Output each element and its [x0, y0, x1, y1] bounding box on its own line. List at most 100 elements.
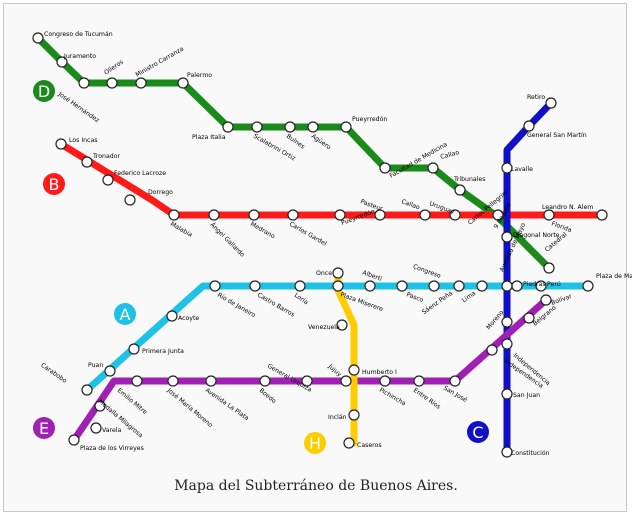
- map-frame: [3, 3, 627, 512]
- station-marker: [166, 310, 178, 322]
- station-d-palermo[interactable]: Palermo: [177, 72, 212, 89]
- station-label: Bolívar: [550, 292, 573, 307]
- station-label: Pasco: [405, 291, 424, 304]
- station-c-general-san-martin[interactable]: General San Martín: [523, 120, 587, 139]
- station-c-constitucion[interactable]: Constitución: [501, 446, 550, 458]
- station-d-juramento[interactable]: Juramento: [56, 53, 96, 68]
- station-label: Tronador: [92, 153, 120, 160]
- station-a-carabobo[interactable]: Carabobo: [39, 362, 93, 396]
- station-label: Piedras: [523, 281, 546, 288]
- station-label: Lima: [461, 290, 477, 304]
- station-d-tribunales[interactable]: Tribunales: [453, 176, 485, 196]
- station-marker: [208, 209, 220, 221]
- station-marker: [511, 280, 523, 292]
- station-c-lavalle[interactable]: Lavalle: [501, 162, 533, 174]
- line-badge-h[interactable]: H: [304, 432, 326, 454]
- station-label: Jujuy: [326, 363, 343, 379]
- station-c-san-juan[interactable]: San Juan: [501, 388, 540, 400]
- line-badge-a[interactable]: A: [114, 303, 136, 325]
- station-b-federico-lacroze[interactable]: Federico Lacroze: [102, 170, 166, 186]
- station-a-primera-junta[interactable]: Primera Junta: [128, 343, 184, 355]
- station-marker: [523, 312, 535, 324]
- station-marker: [294, 280, 306, 292]
- station-marker: [168, 209, 180, 221]
- station-marker: [348, 364, 360, 376]
- station-marker: [501, 162, 513, 174]
- station-marker: [348, 409, 360, 421]
- station-label: Leandro N. Alem: [542, 204, 593, 211]
- line-badge-h-letter: H: [309, 434, 321, 453]
- station-a-plaza-de-mayo[interactable]: Plaza de Mayo: [582, 273, 632, 292]
- line-badge-c-letter: C: [472, 423, 483, 442]
- station-label: Agüero: [310, 133, 332, 152]
- station-marker: [32, 32, 44, 44]
- station-e-plaza-de-los-virreyes[interactable]: Plaza de los Virreyes: [68, 434, 144, 452]
- station-d-pueyrredon[interactable]: Pueyrredón: [340, 115, 387, 133]
- station-marker: [332, 280, 344, 292]
- station-label: Caseros: [357, 442, 382, 449]
- line-badge-b[interactable]: B: [43, 173, 65, 195]
- station-marker: [449, 209, 461, 221]
- station-marker: [364, 280, 376, 292]
- station-label: Medrano: [249, 221, 276, 241]
- station-marker: [501, 338, 513, 350]
- station-d-callao[interactable]: Callao: [427, 149, 460, 174]
- station-marker: [379, 375, 391, 387]
- station-marker: [205, 375, 217, 387]
- station-label: Carabobo: [39, 362, 68, 385]
- station-marker: [340, 375, 352, 387]
- station-b-leandro-n-alem[interactable]: Leandro N. Alem: [542, 204, 608, 221]
- station-label: Puan: [88, 362, 103, 369]
- station-marker: [454, 184, 466, 196]
- station-label: Plaza Italia: [192, 134, 226, 141]
- station-label: Sáenz Peña: [420, 289, 454, 316]
- station-marker: [596, 209, 608, 221]
- station-marker: [301, 375, 313, 387]
- station-c-retiro[interactable]: Retiro: [527, 94, 557, 109]
- station-label: Palermo: [187, 72, 212, 79]
- station-marker: [102, 174, 114, 186]
- station-marker: [486, 344, 498, 356]
- line-b-track: [59, 141, 602, 219]
- station-marker: [222, 121, 234, 133]
- station-e-varela[interactable]: Varela: [90, 422, 121, 434]
- station-d-congreso-de-tucuman[interactable]: Congreso de Tucumán: [32, 30, 113, 44]
- station-marker: [78, 77, 90, 89]
- station-b-dorrego[interactable]: Dorrego: [124, 189, 173, 206]
- station-marker: [582, 280, 594, 292]
- station-h-venezuela[interactable]: Venezuela: [308, 319, 348, 331]
- station-marker: [523, 120, 535, 132]
- station-label: Once: [316, 270, 332, 277]
- station-label: Callao: [440, 149, 460, 161]
- line-badge-c[interactable]: C: [467, 421, 489, 443]
- station-marker: [81, 156, 93, 168]
- station-e-bolivar[interactable]: Bolívar: [540, 292, 573, 307]
- station-marker: [543, 262, 555, 274]
- station-marker: [287, 209, 299, 221]
- station-label: Avenida La Plata: [204, 387, 250, 422]
- station-a-acoyte[interactable]: Acoyte: [166, 310, 199, 322]
- station-b-los-incas[interactable]: Los Incas: [55, 137, 97, 150]
- station-label: Ángel Gallardo: [209, 220, 248, 259]
- station-label: Río de Janeiro: [216, 291, 257, 319]
- station-marker: [131, 375, 143, 387]
- station-a-peru[interactable]: Perú: [535, 280, 561, 292]
- station-label: Boedo: [258, 387, 278, 405]
- station-d-plaza-italia[interactable]: Plaza Italia: [192, 121, 234, 141]
- station-marker: [540, 294, 552, 306]
- station-h-humberto-i[interactable]: Humberto I: [348, 364, 397, 376]
- station-label: Plaza de los Virreyes: [80, 445, 144, 452]
- station-a-puan[interactable]: Puan: [88, 362, 116, 377]
- station-marker: [259, 375, 271, 387]
- station-marker: [68, 434, 80, 446]
- station-label: Federico Lacroze: [114, 170, 166, 177]
- station-marker: [135, 77, 147, 89]
- station-b-tronador[interactable]: Tronador: [81, 153, 120, 168]
- station-h-caseros[interactable]: Caseros: [343, 437, 382, 449]
- station-h-once[interactable]: Once: [316, 267, 344, 279]
- station-marker: [449, 375, 461, 387]
- line-badge-d[interactable]: D: [33, 80, 55, 102]
- station-marker: [545, 97, 557, 109]
- line-badge-e[interactable]: E: [33, 417, 55, 439]
- station-h-inclan[interactable]: Inclán: [328, 409, 360, 421]
